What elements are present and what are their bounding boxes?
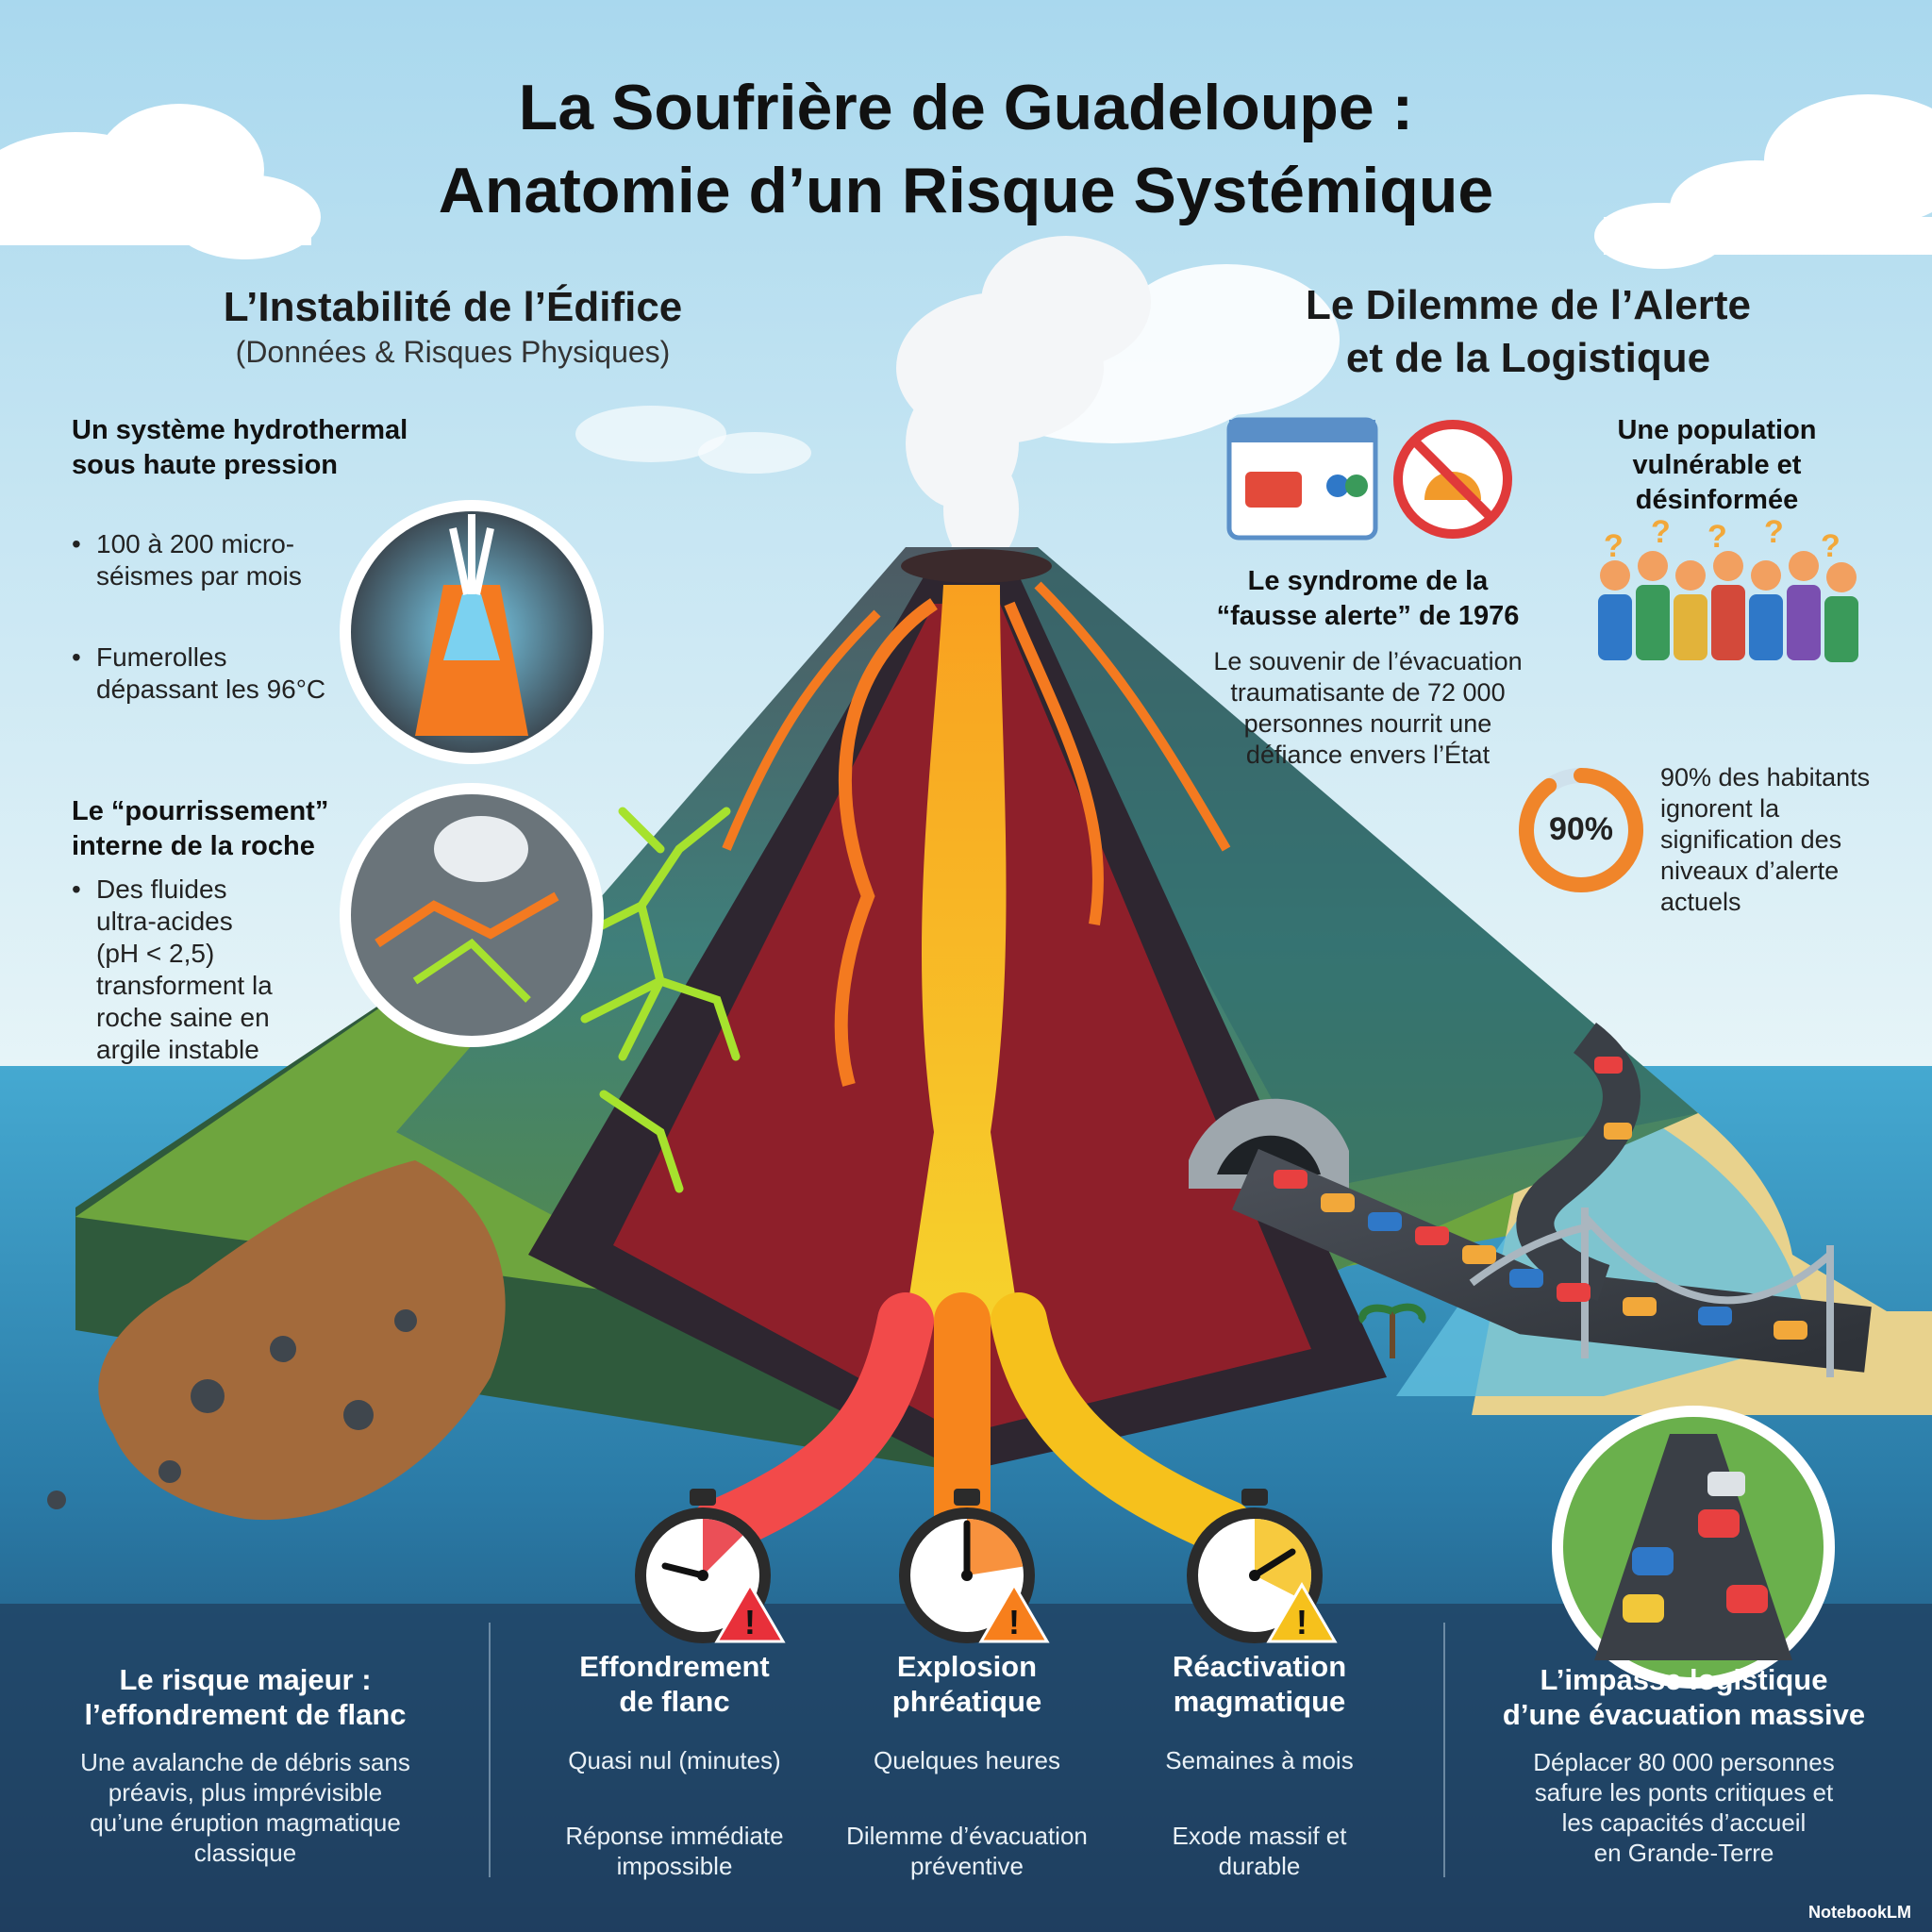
timer-phreatic-icon: ! — [899, 1489, 1050, 1643]
svg-text:?: ? — [1651, 514, 1671, 550]
percent-label: 90% — [1548, 811, 1614, 847]
svg-text:?: ? — [1604, 528, 1624, 564]
cloud-left — [0, 104, 321, 259]
flank-risk-block: Le risque majeur : l’effondrement de fla… — [80, 1663, 410, 1867]
right-heading: Le Dilemme de l’Alerte et de la Logistiq… — [1306, 282, 1751, 381]
divider-2 — [1443, 1623, 1445, 1877]
divider-1 — [489, 1623, 491, 1877]
svg-text:!: ! — [744, 1603, 756, 1641]
calendar-evacuation-icon — [1226, 417, 1378, 541]
svg-text:?: ? — [1821, 528, 1840, 564]
stream-red — [689, 1292, 934, 1557]
population-title: Une population vulnérable et désinformée — [1617, 415, 1817, 515]
syndrome-text: Le souvenir de l’évacuation traumatisant… — [1213, 647, 1523, 769]
traffic-inset — [1552, 1406, 1835, 1689]
left-subheading: (Données & Risques Physiques) — [235, 335, 671, 369]
page-title: La Soufrière de Guadeloupe : Anatomie d’… — [438, 72, 1494, 226]
magma-conduit — [906, 585, 1019, 1321]
lava-branch-right — [1034, 581, 1231, 852]
mountain-shadow — [981, 547, 1698, 1189]
bullet-fumerolles: Fumerolles dépassant les 96°C — [72, 641, 379, 706]
crowd-icon: ?? ??? — [1598, 514, 1858, 662]
landslide-rocks — [47, 1309, 417, 1509]
stream-yellow — [991, 1292, 1255, 1557]
population-text: 90% des habitants ignorent la significat… — [1660, 763, 1871, 916]
svg-text:!: ! — [1008, 1603, 1020, 1641]
percent-ring — [1519, 768, 1643, 892]
lava-flow-right — [1004, 601, 1104, 925]
left-heading: L’Instabilité de l’Édifice — [223, 284, 683, 330]
timer-flank-icon: ! — [635, 1489, 786, 1643]
svg-text:!: ! — [1296, 1603, 1307, 1641]
palm-tree-icon — [1358, 1303, 1426, 1358]
cloud-right — [1594, 94, 1932, 269]
crater — [901, 549, 1052, 583]
brand-logo: NotebookLM — [1808, 1903, 1911, 1922]
lava-branch-left2 — [722, 609, 881, 851]
scenario-flank: Effondrement de flanc Quasi nul (minutes… — [565, 1650, 784, 1880]
timer-magmatic-icon: ! — [1187, 1489, 1338, 1643]
syndrome-title: Le syndrome de la “fausse alerte” de 197… — [1216, 566, 1520, 631]
hydrothermal-title: Un système hydrothermal sous haute press… — [72, 415, 408, 480]
rot-rock-title: Le “pourrissement” interne de la roche — [72, 796, 329, 861]
scenario-magmatic: Réactivation magmatique Semaines à mois … — [1165, 1650, 1354, 1880]
svg-text:?: ? — [1764, 514, 1784, 550]
evacuation-road — [1232, 1148, 1872, 1373]
bullet-microseismes: 100 à 200 micro- séismes par mois — [72, 528, 360, 592]
hydrothermal-inset — [340, 500, 604, 764]
landslide — [98, 1160, 506, 1521]
winding-road — [1516, 1023, 1641, 1301]
scenario-phreatic: Explosion phréatique Quelques heures Dil… — [846, 1650, 1088, 1880]
lava-flow-left — [834, 598, 938, 1087]
svg-text:?: ? — [1707, 519, 1727, 555]
logistics-block: L’impasse logistique d’une évacuation ma… — [1502, 1663, 1866, 1867]
no-alarm-icon — [1393, 420, 1512, 539]
acid-fractures — [561, 807, 741, 1193]
bridge — [1469, 1208, 1834, 1377]
bullet-fluides: Des fluides ultra-acides (pH < 2,5) tran… — [72, 874, 341, 1066]
traffic-cars — [1274, 1057, 1807, 1340]
rot-rock-inset — [340, 783, 604, 1047]
